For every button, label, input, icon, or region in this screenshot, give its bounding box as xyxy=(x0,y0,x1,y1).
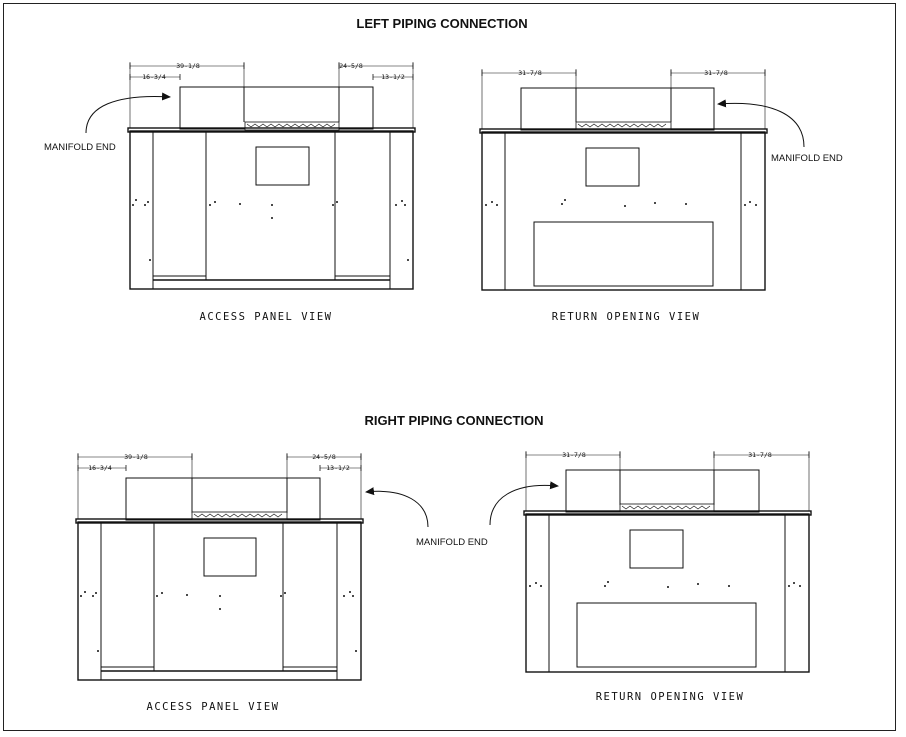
manifold-end-label: MANIFOLD END xyxy=(771,153,843,164)
left-piping-title: LEFT PIPING CONNECTION xyxy=(356,16,528,31)
right-piping-title: RIGHT PIPING CONNECTION xyxy=(364,413,544,428)
view-caption: ACCESS PANEL VIEW xyxy=(147,701,280,713)
left-access-panel-view: 39-1/8 16-3/4 24-5/8 13-1/2 MANIFOLD END… xyxy=(44,62,416,323)
dim-13-1-2: 13-1/2 xyxy=(326,464,350,472)
dim-31-7-8: 31-7/8 xyxy=(518,69,542,77)
diagram-frame xyxy=(3,3,896,731)
dim-13-1-2: 13-1/2 xyxy=(381,73,405,81)
dim-39-1-8: 39-1/8 xyxy=(124,453,148,461)
view-caption: RETURN OPENING VIEW xyxy=(596,691,745,703)
access-window xyxy=(585,147,640,187)
dim-39-1-8: 39-1/8 xyxy=(176,62,200,70)
left-return-opening-view: 31-7/8 31-7/8 MANIFOLD END RETURN OPENIN… xyxy=(479,69,843,323)
dim-24-5-8: 24-5/8 xyxy=(312,453,336,461)
return-opening xyxy=(576,602,757,668)
cabinet-outline xyxy=(129,130,414,290)
manifold-end-label: MANIFOLD END xyxy=(44,142,116,153)
dim-31-7-8: 31-7/8 xyxy=(704,69,728,77)
view-caption: ACCESS PANEL VIEW xyxy=(200,311,333,323)
cabinet-outline xyxy=(481,131,766,291)
access-window xyxy=(629,529,684,569)
dim-24-5-8: 24-5/8 xyxy=(339,62,363,70)
dim-31-7-8: 31-7/8 xyxy=(562,451,586,459)
right-return-opening-view: 31-7/8 31-7/8 RETURN OPENING VIEW xyxy=(489,451,812,703)
manifold-arrow xyxy=(365,487,429,528)
dim-31-7-8: 31-7/8 xyxy=(748,451,772,459)
manifold-arrow xyxy=(85,92,171,134)
dim-16-3-4: 16-3/4 xyxy=(142,73,166,81)
right-access-panel-view: 39-1/8 16-3/4 24-5/8 13-1/2 MANIFOLD END… xyxy=(75,453,488,713)
return-opening xyxy=(533,221,714,287)
cabinet-outline xyxy=(525,513,810,673)
cabinet-outline xyxy=(77,521,362,681)
view-caption: RETURN OPENING VIEW xyxy=(552,311,701,323)
manifold-arrow xyxy=(489,481,559,526)
dim-16-3-4: 16-3/4 xyxy=(88,464,112,472)
access-window xyxy=(203,537,257,577)
access-window xyxy=(255,146,310,186)
manifold-end-label: MANIFOLD END xyxy=(416,537,488,548)
manifold-arrow xyxy=(717,99,805,148)
